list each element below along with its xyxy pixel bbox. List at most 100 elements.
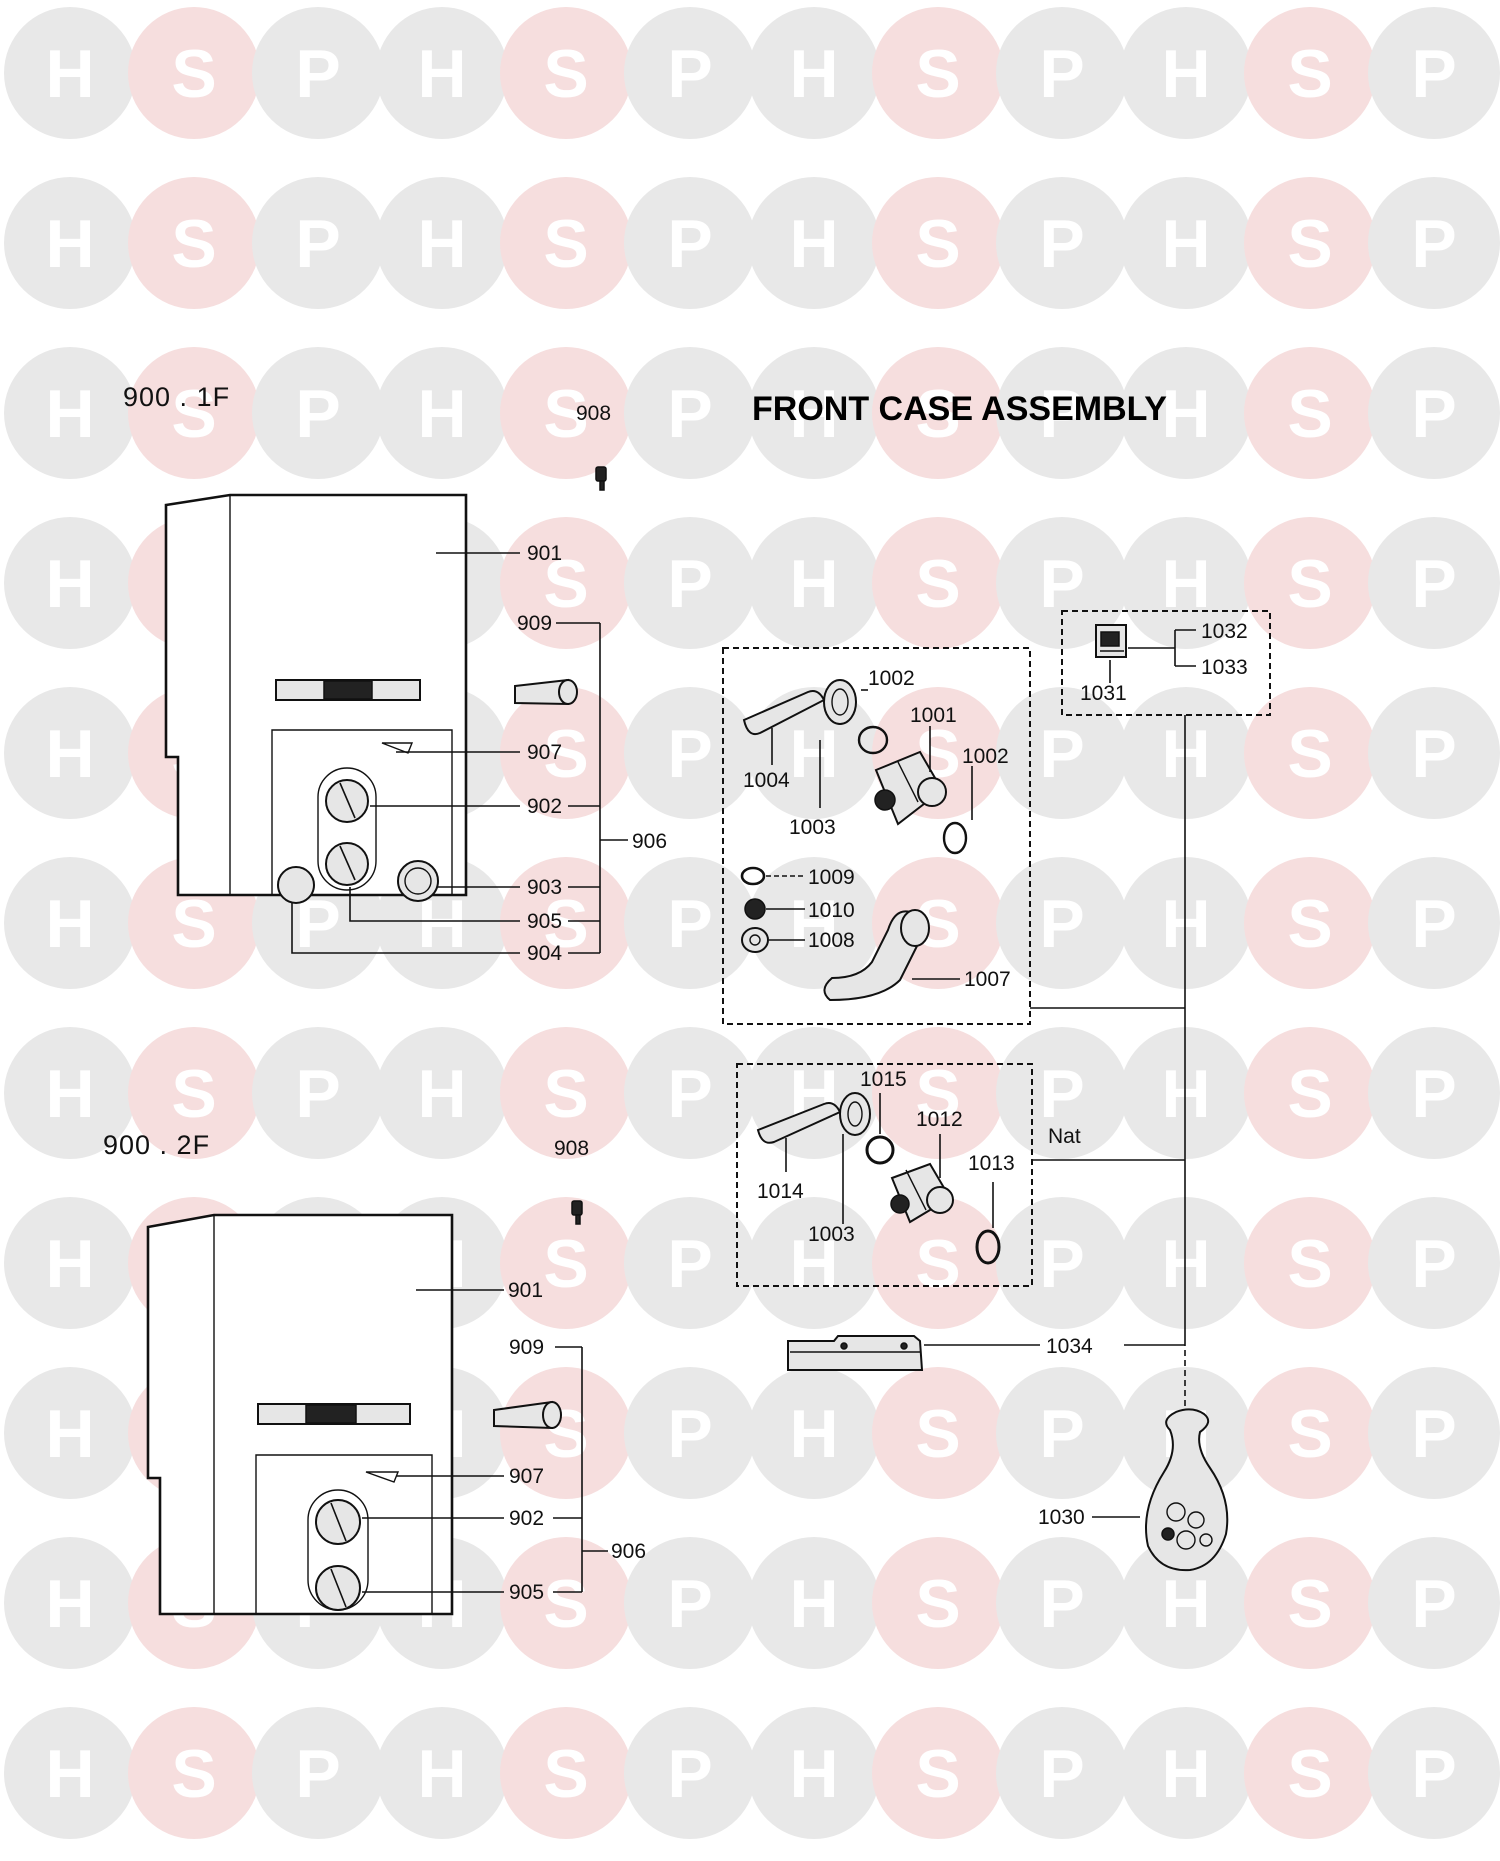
watermark-disc (748, 347, 880, 479)
watermark-letter: S (915, 1566, 960, 1642)
watermark-letter: P (1411, 1566, 1456, 1642)
watermark-letter: S (915, 36, 960, 112)
elbow-pipe-1004 (742, 679, 857, 736)
watermark-letter: H (417, 36, 466, 112)
watermark-disc (500, 1537, 632, 1669)
watermark-letter: S (171, 1736, 216, 1812)
watermark-letter: P (1039, 1396, 1084, 1472)
heater-case-upper (164, 493, 468, 904)
watermark-disc (624, 177, 756, 309)
kit-box-lpg (722, 647, 1031, 1025)
watermark-disc (1368, 1537, 1500, 1669)
watermark-disc (624, 517, 756, 649)
label-909-lower: 909 (509, 1336, 544, 1359)
label-902-lower: 902 (509, 1507, 544, 1530)
label-909-upper: 909 (517, 612, 552, 635)
watermark-disc (500, 1367, 632, 1499)
watermark-disc (624, 7, 756, 139)
watermark-disc (872, 1367, 1004, 1499)
watermark-letter: H (45, 1056, 94, 1132)
watermark-letter: S (1287, 716, 1332, 792)
watermark-disc (1120, 1707, 1252, 1839)
watermark-letter: S (543, 206, 588, 282)
watermark-letter: S (915, 1056, 960, 1132)
watermark-letter: P (667, 886, 712, 962)
watermark-disc (1368, 517, 1500, 649)
elbow-pipe-1014 (756, 1092, 871, 1144)
watermark-disc (624, 1027, 756, 1159)
watermark-disc (1120, 517, 1252, 649)
watermark-letter: P (1411, 886, 1456, 962)
watermark-letter: H (1161, 886, 1210, 962)
watermark-letter: H (1161, 716, 1210, 792)
watermark-letter: S (171, 1056, 216, 1132)
watermark-disc (1244, 7, 1376, 139)
label-1004: 1004 (743, 769, 790, 792)
knob-905-upper (325, 842, 369, 886)
label-903-upper: 903 (527, 876, 562, 899)
watermark-disc (1368, 1197, 1500, 1329)
watermark-disc (500, 687, 632, 819)
watermark-disc (748, 7, 880, 139)
watermark-disc (1120, 177, 1252, 309)
watermark-letter: H (417, 1736, 466, 1812)
watermark-disc (4, 1367, 136, 1499)
valve-1012 (890, 1162, 954, 1224)
watermark-disc (1120, 1197, 1252, 1329)
watermark-disc (500, 857, 632, 989)
watermark-letter: P (295, 376, 340, 452)
watermark-disc (872, 1537, 1004, 1669)
watermark-letter: H (45, 376, 94, 452)
label-1031: 1031 (1080, 682, 1127, 705)
label-901-upper: 901 (527, 542, 562, 565)
label-1002-b: 1002 (962, 745, 1009, 768)
label-1003-b: 1003 (808, 1223, 855, 1246)
watermark-letter: H (45, 206, 94, 282)
watermark-letter: P (1411, 206, 1456, 282)
watermark-letter: H (1161, 1566, 1210, 1642)
connectors-kits (924, 715, 1186, 1518)
watermark-disc (996, 177, 1128, 309)
seal-1013 (975, 1229, 1001, 1265)
sleeve-909-upper (514, 678, 578, 706)
watermark-letter: S (1287, 36, 1332, 112)
seal-1002-a (857, 725, 889, 755)
watermark-letter: P (1039, 886, 1084, 962)
watermark-disc (872, 347, 1004, 479)
watermark-letter: P (1411, 716, 1456, 792)
valve-1001 (874, 750, 947, 826)
watermark-disc (128, 177, 260, 309)
watermark-disc (872, 7, 1004, 139)
watermark-letter: S (543, 546, 588, 622)
watermark-letter: P (1411, 1396, 1456, 1472)
watermark-disc (748, 177, 880, 309)
label-1009: 1009 (808, 866, 855, 889)
watermark-disc (1368, 1367, 1500, 1499)
watermark-letter: H (1161, 36, 1210, 112)
watermark-letter: S (915, 1396, 960, 1472)
watermark-disc (376, 177, 508, 309)
heater-case-lower (146, 1213, 454, 1616)
bracket-1034 (787, 1335, 924, 1371)
watermark-disc (1244, 1027, 1376, 1159)
watermark-letter: S (1287, 1736, 1332, 1812)
watermark-letter: S (1287, 376, 1332, 452)
ball-1010 (744, 898, 766, 920)
watermark-letter: S (915, 546, 960, 622)
watermark-letter: P (295, 206, 340, 282)
watermark-letter: S (543, 716, 588, 792)
watermark-disc (996, 1707, 1128, 1839)
label-nat: Nat (1048, 1125, 1081, 1148)
watermark-letter: S (171, 886, 216, 962)
watermark-disc (4, 1197, 136, 1329)
model-label-lower: 900 . 2F (103, 1130, 210, 1160)
watermark-disc (252, 177, 384, 309)
watermark-letter: S (171, 206, 216, 282)
watermark-letter: S (915, 206, 960, 282)
watermark-disc (128, 1707, 260, 1839)
watermark-disc (1120, 347, 1252, 479)
label-908-upper: 908 (576, 402, 611, 425)
watermark-disc (1368, 347, 1500, 479)
watermark-letter: P (1039, 716, 1084, 792)
label-1014: 1014 (757, 1180, 804, 1203)
